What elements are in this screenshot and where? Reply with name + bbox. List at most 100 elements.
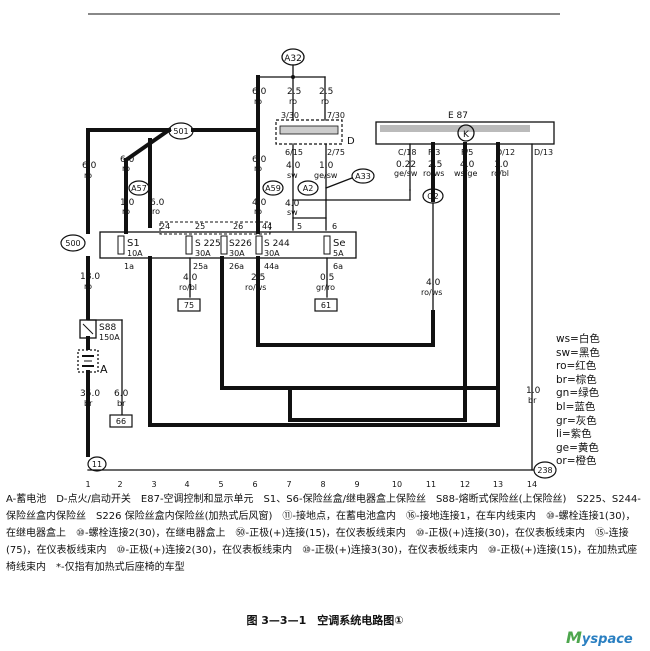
node-a57-label: A57 xyxy=(131,184,147,193)
legend-item: br=棕色 xyxy=(556,373,597,386)
node-a33: A33 xyxy=(351,168,375,184)
node-a59: A59 xyxy=(262,180,284,196)
d13-wire-size: 1.0 xyxy=(526,386,541,396)
fuse-top-term-6: 6 xyxy=(332,222,337,231)
node-500: 500 xyxy=(60,234,86,252)
node-238: 238 xyxy=(533,461,557,479)
fuse-bot-term-26a: 26a xyxy=(229,262,244,271)
axis-num-4: 4 xyxy=(184,480,189,489)
connector-61-label: 61 xyxy=(321,301,331,310)
left-feed-2-size: 6.0 xyxy=(120,155,135,165)
connector-61: 61 xyxy=(314,298,338,312)
logo-mark: M xyxy=(566,628,582,647)
switch-wire-1-size: 4.0 xyxy=(286,161,301,171)
fuse-se-name: Se xyxy=(333,238,346,249)
legend-item: ro=红色 xyxy=(556,360,597,373)
node-11: 11 xyxy=(87,456,107,472)
legend-item: gn=绿色 xyxy=(556,387,600,400)
left-feed-3-color: ro xyxy=(122,207,130,216)
switch-term-6-15: 6/15 xyxy=(285,148,303,157)
left-feed-5-size: 6.0 xyxy=(252,155,267,165)
legend-item: li=紫色 xyxy=(556,428,592,441)
axis-num-8: 8 xyxy=(320,480,325,489)
e87-w2-size: 2.5 xyxy=(428,160,442,170)
axis-num-10: 10 xyxy=(392,480,402,489)
node-11-label: 11 xyxy=(92,460,102,469)
fuse-top-term-5: 5 xyxy=(297,222,302,231)
connector-75-label: 75 xyxy=(184,301,194,310)
fuse-top-term-26: 26 xyxy=(233,222,243,231)
axis-num-3: 3 xyxy=(151,480,156,489)
left-feed-5-color: ro xyxy=(254,164,262,173)
fuse-s225-name: S 225 xyxy=(195,239,221,249)
site-logo: Myspace xyxy=(566,628,633,647)
fuse-bot-term-1a: 1a xyxy=(124,262,134,271)
e87-w3-size: 4.0 xyxy=(460,160,475,170)
fuse-se xyxy=(323,235,331,255)
wire-s244-color: ro/ws xyxy=(245,283,266,292)
node-a59-label: A59 xyxy=(265,184,281,193)
connector-66: 66 xyxy=(109,414,133,428)
node-500-label: 500 xyxy=(65,239,80,248)
sub-wire-size: 4.0 xyxy=(285,199,300,209)
circuit-diagram: A32 6.0 ro 2.5 ro 2.5 ro 3/30 7/30 D 6/1… xyxy=(60,13,560,489)
wire-66-size: 6.0 xyxy=(114,389,129,399)
fuse-s1 xyxy=(117,235,125,255)
fuse-s1-rating: 10A xyxy=(127,249,143,258)
legend-item: bl=蓝色 xyxy=(556,400,596,413)
axis-num-9: 9 xyxy=(354,480,359,489)
battery-ground-size: 35.0 xyxy=(80,389,100,399)
top-wire-3-size: 2.5 xyxy=(319,87,333,97)
d13-wire-color: br xyxy=(528,396,537,405)
node-a2: A2 xyxy=(297,180,319,196)
left-feed-1-size: 6.0 xyxy=(82,161,97,171)
e87-w1-size: 0.22 xyxy=(396,160,416,170)
node-501: 501 xyxy=(168,122,194,140)
ignition-switch-d: 3/30 7/30 D 6/15 2/75 xyxy=(275,111,355,157)
left-feed-1-color: ro xyxy=(84,171,92,180)
wire-s244-size: 2.5 xyxy=(251,273,265,283)
axis-num-12: 12 xyxy=(460,480,470,489)
axis-num-1: 1 xyxy=(85,480,90,489)
legend-item: gr=灰色 xyxy=(556,414,597,427)
e87-w4-size: 1.0 xyxy=(494,160,509,170)
e87-k-icon xyxy=(457,124,475,142)
battery-feed-size: 18.0 xyxy=(80,272,100,282)
fuse-top-term-25: 25 xyxy=(195,222,205,231)
e87-w4-color: ro/bl xyxy=(491,169,509,178)
node-a32: A32 xyxy=(281,48,305,66)
wire-75-color: ro/bl xyxy=(179,283,197,292)
top-wire-2-size: 2.5 xyxy=(287,87,301,97)
fuse-bot-term-44a: 44a xyxy=(264,262,279,271)
sub-wire-color: sw xyxy=(287,208,298,217)
s88-name: S88 xyxy=(99,323,116,333)
battery-feed-color: ro xyxy=(84,282,92,291)
wire-66-color: br xyxy=(117,399,126,408)
fuse-box xyxy=(99,221,357,259)
axis-num-14: 14 xyxy=(527,480,537,489)
fuse-s244-rating: 30A xyxy=(264,249,280,258)
top-wire-1-size: 6.0 xyxy=(252,87,267,97)
fuse-top-term-44: 44 xyxy=(262,222,272,231)
fuse-s1-name: S1 xyxy=(127,238,140,249)
switch-wire-1-color: sw xyxy=(287,171,298,180)
left-feed-4-color: ro xyxy=(152,207,160,216)
fuse-s244-name: S 244 xyxy=(264,239,290,249)
axis-num-5: 5 xyxy=(218,480,223,489)
left-feed-6-size: 4.0 xyxy=(252,198,267,208)
node-o2-label: O2 xyxy=(427,192,438,201)
legend-item: or=橙色 xyxy=(556,455,597,468)
node-a33-label: A33 xyxy=(355,172,371,181)
fuse-s244 xyxy=(255,235,263,255)
fuse-s88 xyxy=(79,319,97,339)
axis-num-7: 7 xyxy=(286,480,291,489)
battery-label: A xyxy=(100,363,108,376)
switch-d-label: D xyxy=(347,136,355,147)
s88-rating: 150A xyxy=(99,333,120,342)
left-feed-3-size: 1.0 xyxy=(120,198,135,208)
control-unit-e87: K E 87 xyxy=(375,111,555,145)
connector-66-label: 66 xyxy=(116,417,126,426)
legend-item: sw=黑色 xyxy=(556,346,600,359)
figure-title: 图 3—3—1 空调系统电路图① xyxy=(246,614,404,627)
axis-num-13: 13 xyxy=(493,480,503,489)
